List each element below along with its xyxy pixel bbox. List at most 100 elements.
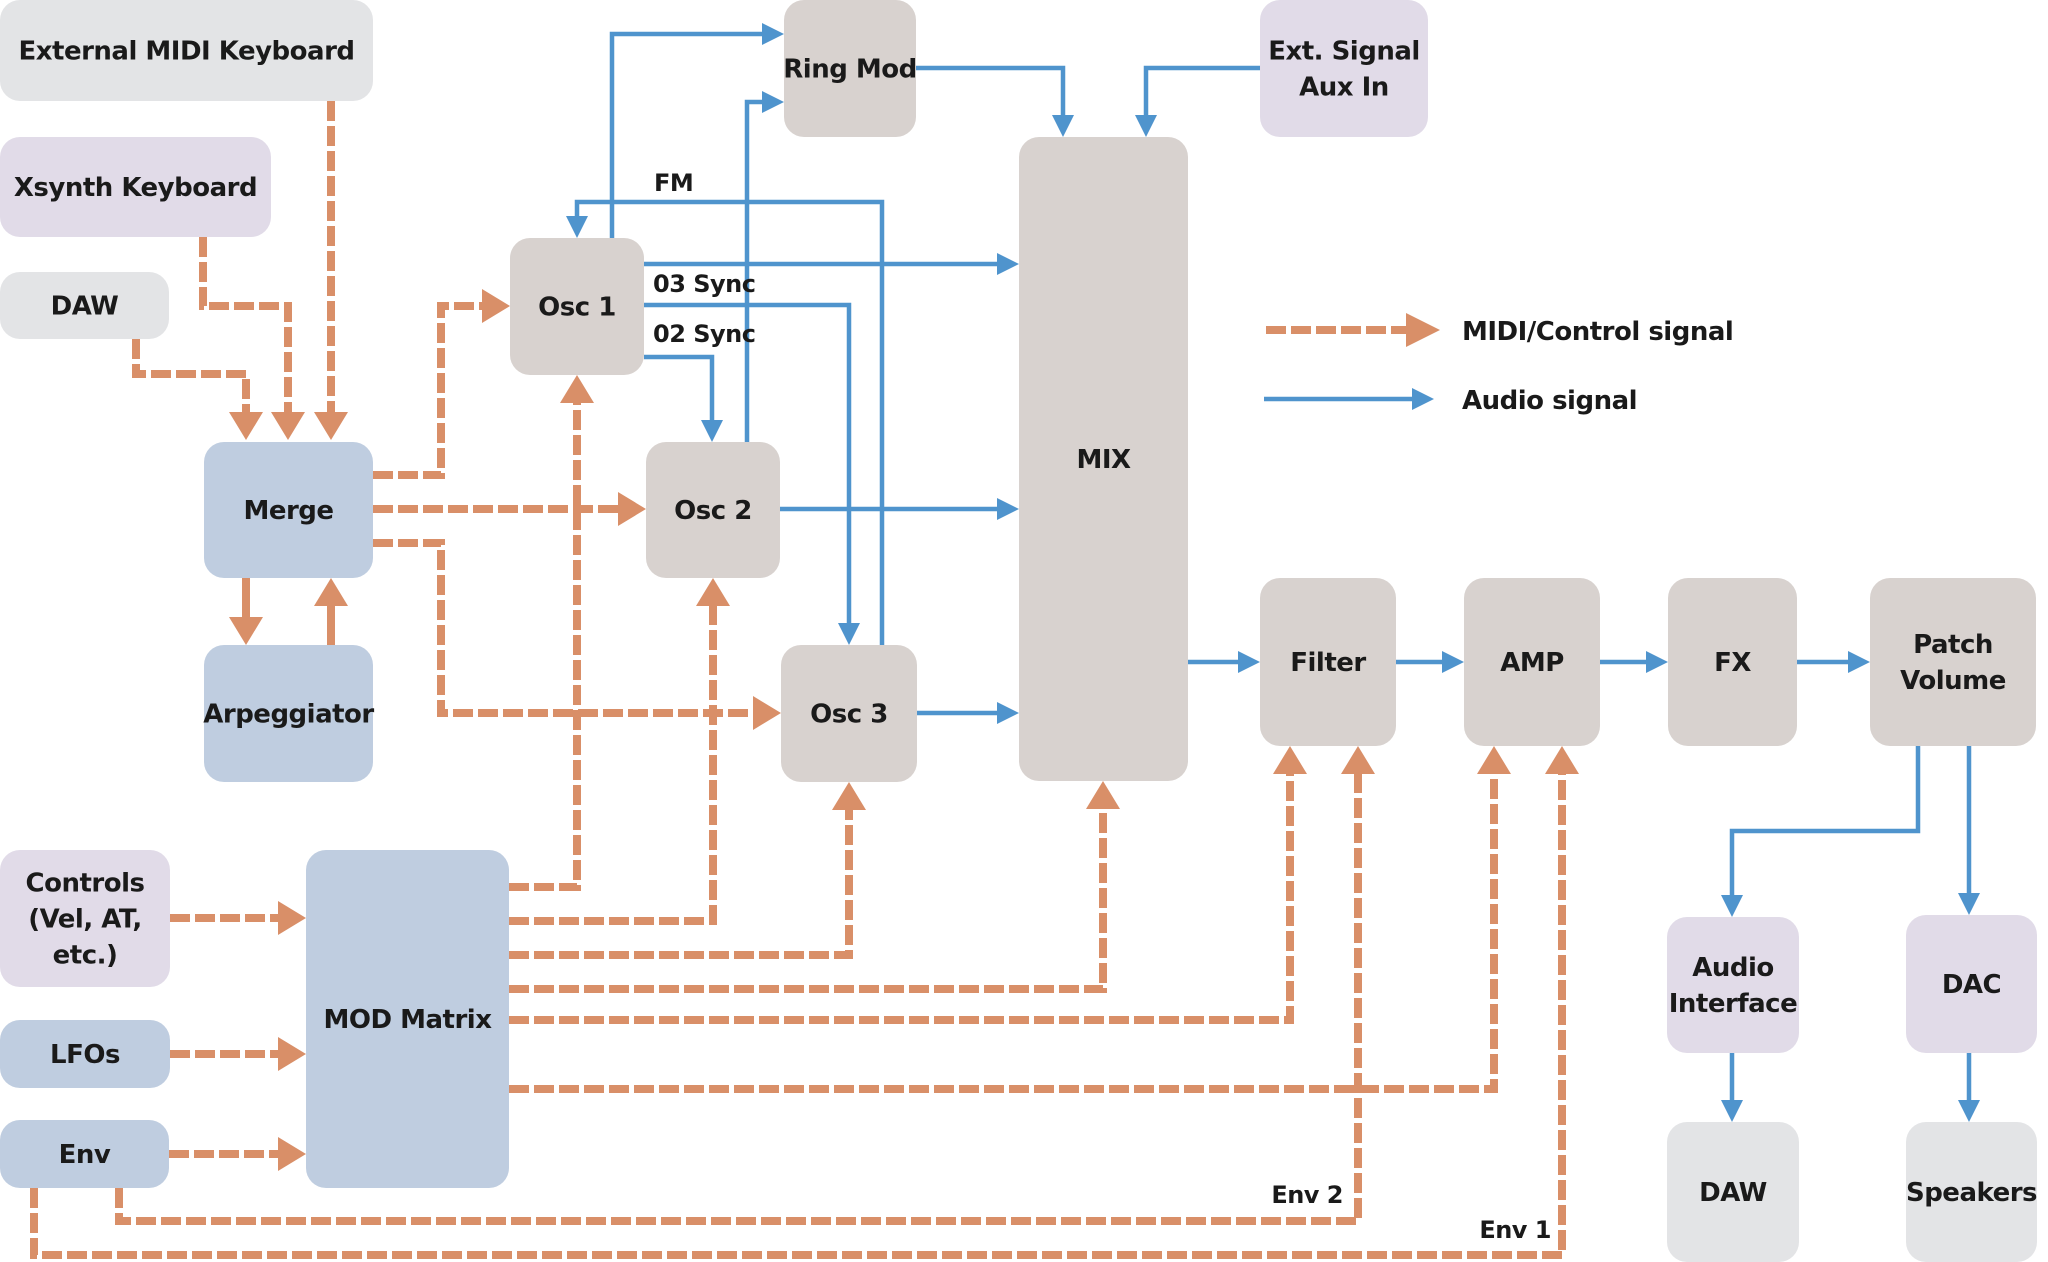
node-box <box>306 850 509 1188</box>
edge-osc1-sync-osc3 <box>644 302 860 645</box>
node-label: Interface <box>1669 989 1797 1019</box>
node-label: Audio <box>1692 953 1774 983</box>
edge-mix-to-filter <box>1188 651 1260 673</box>
edge-label-env1: Env 1 <box>1479 1216 1551 1244</box>
arrowhead-icon <box>1238 651 1260 673</box>
edge-mod-to-mix <box>509 781 1120 993</box>
edge-line <box>509 774 1294 1024</box>
arrowhead-icon <box>1958 893 1980 915</box>
node-fx: FX <box>1668 578 1797 746</box>
edge-lfos-to-mod <box>170 1037 306 1071</box>
node-amp: AMP <box>1464 578 1600 746</box>
edge-merge-to-osc2 <box>373 492 646 526</box>
node-label: Speakers <box>1906 1178 2037 1208</box>
node-box <box>0 1120 169 1188</box>
arrowhead-icon <box>278 1037 306 1071</box>
edge-xsynth-to-merge <box>199 237 305 440</box>
arrowhead-icon <box>832 782 866 810</box>
node-osc2: Osc 2 <box>646 442 780 578</box>
edge-osc1-to-ringmod <box>609 23 784 238</box>
arrowhead-icon <box>1958 1100 1980 1122</box>
node-box <box>1464 578 1600 746</box>
edge-ext-midi-to-merge <box>314 101 348 440</box>
legend-midi-swatch <box>1266 313 1440 347</box>
edge-line <box>609 31 762 238</box>
node-label: AMP <box>1500 648 1564 678</box>
node-box <box>1667 917 1799 1053</box>
edge-ext-signal-to-mix <box>1135 65 1260 137</box>
node-env: Env <box>0 1120 169 1188</box>
edge-line <box>1143 65 1260 115</box>
edge-line <box>744 99 762 442</box>
node-box <box>510 238 644 375</box>
node-box <box>1668 578 1797 746</box>
edge-osc1-sync-osc2 <box>644 354 723 442</box>
node-box <box>0 850 170 987</box>
arrowhead-icon <box>618 492 646 526</box>
node-ring-mod: Ring Mod <box>783 0 917 137</box>
arrowhead-icon <box>1477 746 1511 774</box>
node-box <box>646 442 780 578</box>
node-box <box>0 1020 170 1088</box>
node-label: DAC <box>1942 970 2001 1000</box>
edge-osc1-to-mix <box>644 253 1019 275</box>
edge-osc3-fm-to-osc1 <box>566 199 885 645</box>
arrowhead-icon <box>1721 895 1743 917</box>
arrowhead-icon <box>278 901 306 935</box>
edge-controls-to-mod <box>170 901 306 935</box>
arrowhead-icon <box>762 91 784 113</box>
edge-line <box>509 810 853 959</box>
node-box <box>1019 137 1188 781</box>
node-label: LFOs <box>50 1040 120 1070</box>
node-box <box>1906 1122 2037 1262</box>
node-label: Osc 2 <box>674 496 752 526</box>
edge-env-to-mod <box>169 1137 306 1171</box>
arrowhead-icon <box>1273 746 1307 774</box>
node-mix: MIX <box>1019 137 1188 781</box>
node-label: External MIDI Keyboard <box>18 37 354 67</box>
arrowhead-icon <box>314 578 348 606</box>
node-box <box>1906 915 2037 1053</box>
node-speakers: Speakers <box>1906 1122 2038 1262</box>
edge-osc3-to-mix <box>917 702 1019 724</box>
edge-dac-to-speakers <box>1958 1053 1980 1122</box>
arrowhead-icon <box>1721 1100 1743 1122</box>
edge-mod-to-filter <box>509 746 1307 1024</box>
arrowhead-icon <box>229 617 263 645</box>
arrowhead-icon <box>1341 746 1375 774</box>
node-label: Ext. Signal <box>1268 37 1420 67</box>
node-label: Arpeggiator <box>203 700 374 730</box>
node-label: Osc 1 <box>538 293 616 323</box>
node-controls: Controls(Vel, AT,etc.) <box>0 850 170 987</box>
arrowhead-icon <box>482 289 510 323</box>
node-xsynth: Xsynth Keyboard <box>0 137 271 237</box>
edge-mod-to-amp <box>509 746 1511 1093</box>
node-dac: DAC <box>1906 915 2037 1053</box>
node-label: MIX <box>1076 445 1131 475</box>
node-daw-out: DAW <box>1667 1122 1799 1262</box>
arrowhead-icon <box>696 578 730 606</box>
arrowhead-icon <box>1646 651 1668 673</box>
node-label: (Vel, AT, <box>28 905 142 935</box>
node-box <box>204 645 373 782</box>
node-label: Env <box>59 1140 111 1170</box>
edge-line <box>509 606 717 925</box>
edge-line <box>30 774 1566 1259</box>
legend-audio-label: Audio signal <box>1462 386 1637 416</box>
node-lfos: LFOs <box>0 1020 170 1088</box>
node-box <box>1870 578 2036 746</box>
edge-merge-to-osc3 <box>373 539 781 730</box>
arrowhead-icon <box>701 420 723 442</box>
edge-patch-volume-to-dac <box>1958 746 1980 915</box>
node-label: Filter <box>1290 648 1366 678</box>
node-box <box>781 645 917 782</box>
edge-line <box>644 354 715 420</box>
edge-label-o2-sync: 02 Sync <box>653 320 756 348</box>
node-filter: Filter <box>1260 578 1396 746</box>
node-box <box>0 0 373 101</box>
edge-filter-to-amp <box>1396 651 1464 673</box>
